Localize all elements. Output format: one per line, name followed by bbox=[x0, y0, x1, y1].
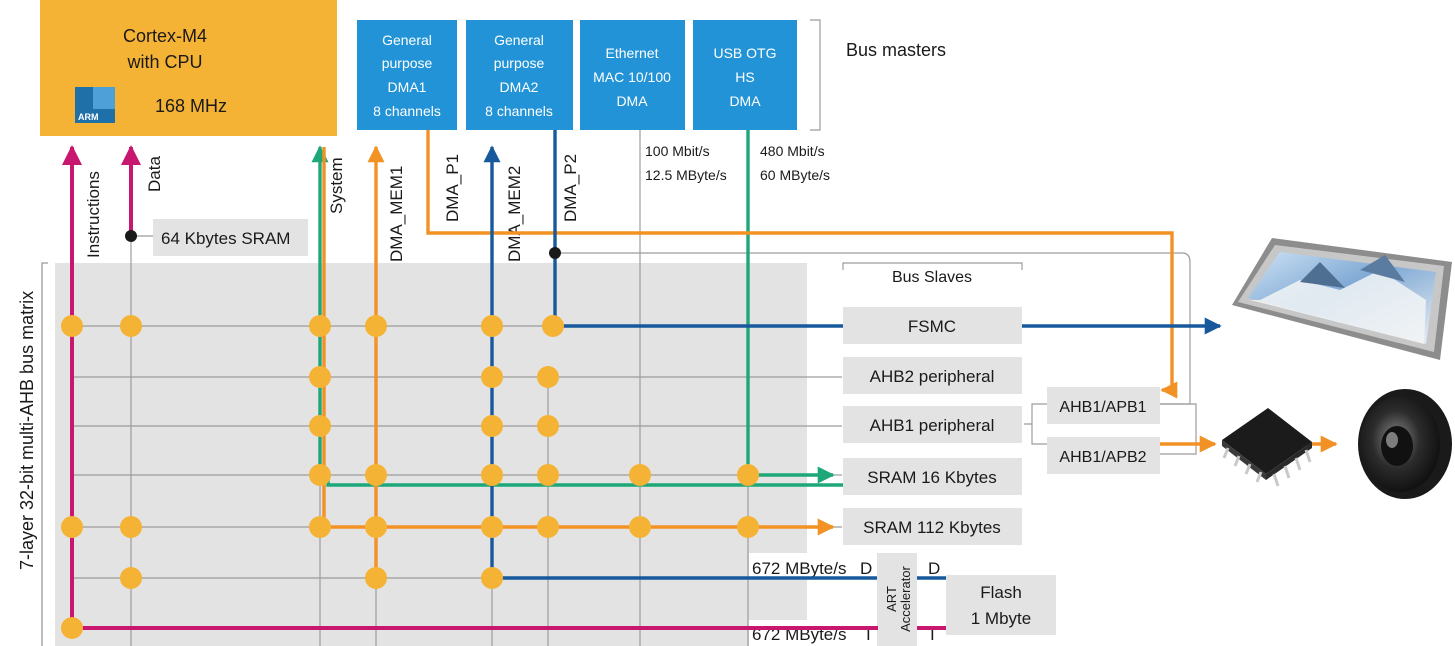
bus-slaves-label: Bus Slaves bbox=[892, 269, 972, 286]
matrix-bracket bbox=[41, 262, 48, 646]
bus-label-dma-mem1: DMA_MEM1 bbox=[387, 166, 406, 262]
ethernet-dma-box: Ethernet MAC 10/100 DMA bbox=[580, 20, 685, 130]
cpu-frequency: 168 MHz bbox=[155, 96, 227, 116]
apb2-bridge-label: AHB1/APB2 bbox=[1059, 449, 1146, 466]
instruction-bus bbox=[62, 145, 946, 630]
svg-text:General: General bbox=[382, 32, 432, 48]
dma-mem2-bus bbox=[483, 145, 946, 580]
svg-text:purpose: purpose bbox=[382, 55, 433, 71]
svg-text:purpose: purpose bbox=[494, 55, 545, 71]
svg-text:HS: HS bbox=[735, 69, 754, 85]
flash-i-rate-box bbox=[749, 620, 877, 646]
svg-text:USB OTG: USB OTG bbox=[713, 45, 776, 61]
bus-label-instructions: Instructions bbox=[84, 171, 103, 258]
bus-label-system: System bbox=[327, 157, 346, 214]
art-label: ART bbox=[884, 586, 899, 612]
cpu-subname: with CPU bbox=[126, 52, 202, 72]
bus-masters-bracket bbox=[810, 19, 821, 131]
svg-text:8 channels: 8 channels bbox=[485, 103, 553, 119]
apb1-bridge-box bbox=[1047, 387, 1160, 424]
svg-text:MAC 10/100: MAC 10/100 bbox=[593, 69, 671, 85]
bus-label-dma-mem2: DMA_MEM2 bbox=[505, 166, 524, 262]
sram64-junction bbox=[125, 230, 137, 242]
dma-p2-junction bbox=[549, 247, 561, 259]
apb-bridge-link bbox=[1024, 403, 1197, 455]
sram-64k-label: 64 Kbytes SRAM bbox=[161, 229, 290, 248]
bus-label-dma-p2: DMA_P2 bbox=[561, 154, 580, 222]
apb1-bridge-label: AHB1/APB1 bbox=[1059, 399, 1146, 416]
flash-i-port: I bbox=[866, 625, 871, 644]
matrix-switch-dots bbox=[61, 315, 759, 639]
art-i-port: I bbox=[930, 625, 935, 644]
svg-text:ARM: ARM bbox=[78, 112, 99, 122]
ahb1-peripheral-box bbox=[843, 406, 1022, 443]
sram-112k-label: SRAM 112 Kbytes bbox=[863, 518, 1001, 537]
dma2-box: General purpose DMA2 8 channels bbox=[466, 20, 573, 130]
lcd-display-image bbox=[1232, 238, 1452, 360]
svg-text:DMA: DMA bbox=[616, 93, 648, 109]
flash-label-2: 1 Mbyte bbox=[971, 609, 1031, 628]
sram-16k-box bbox=[843, 458, 1022, 495]
svg-text:8 channels: 8 channels bbox=[373, 103, 441, 119]
svg-text:DMA2: DMA2 bbox=[500, 79, 539, 95]
sram-16k-label: SRAM 16 Kbytes bbox=[867, 468, 996, 487]
bus-masters-label: Bus masters bbox=[846, 40, 946, 60]
ahb2-peripheral-box bbox=[843, 357, 1022, 394]
ahb2-peripheral-label: AHB2 peripheral bbox=[870, 367, 995, 386]
fsmc-label: FSMC bbox=[908, 317, 956, 336]
cpu-name: Cortex-M4 bbox=[123, 26, 207, 46]
sram-112k-box bbox=[843, 508, 1022, 545]
flash-d-rate: 672 MByte/s bbox=[752, 559, 847, 578]
svg-text:DMA: DMA bbox=[729, 93, 761, 109]
flash-label-1: Flash bbox=[980, 583, 1022, 602]
fsmc-box bbox=[843, 307, 1022, 344]
usb-rate-2: 60 MByte/s bbox=[760, 167, 830, 183]
art-d-port: D bbox=[928, 559, 940, 578]
dma-p1-bus bbox=[426, 130, 1178, 399]
flash-box bbox=[946, 575, 1056, 635]
flash-d-rate-box bbox=[749, 553, 877, 578]
bus-label-data: Data bbox=[145, 156, 164, 192]
eth-rate-1: 100 Mbit/s bbox=[645, 143, 710, 159]
art-accelerator-box bbox=[877, 553, 917, 646]
audio-chip-image bbox=[1222, 408, 1312, 487]
usb-otg-dma-box: USB OTG HS DMA bbox=[693, 20, 797, 130]
art-accelerator-label: Accelerator bbox=[898, 565, 913, 631]
apb2-bridge-box bbox=[1047, 437, 1160, 474]
sram-64k-box bbox=[153, 219, 308, 256]
svg-text:Ethernet: Ethernet bbox=[606, 45, 659, 61]
dma-p2-periph-line bbox=[555, 252, 1191, 405]
arm-logo-icon: ARM bbox=[75, 87, 115, 123]
ahb1-peripheral-label: AHB1 peripheral bbox=[870, 416, 995, 435]
bus-slaves-bracket bbox=[842, 262, 1023, 270]
flash-d-port: D bbox=[860, 559, 872, 578]
eth-rate-2: 12.5 MByte/s bbox=[645, 167, 727, 183]
matrix-label: 7-layer 32-bit multi-AHB bus matrix bbox=[17, 291, 37, 570]
svg-text:General: General bbox=[494, 32, 544, 48]
svg-text:DMA1: DMA1 bbox=[388, 79, 427, 95]
usb-rate-1: 480 Mbit/s bbox=[760, 143, 825, 159]
bus-label-dma-p1: DMA_P1 bbox=[443, 154, 462, 222]
bus-matrix-area bbox=[55, 263, 807, 646]
speaker-icon bbox=[1358, 389, 1452, 499]
dma1-box: General purpose DMA1 8 channels bbox=[357, 20, 457, 130]
